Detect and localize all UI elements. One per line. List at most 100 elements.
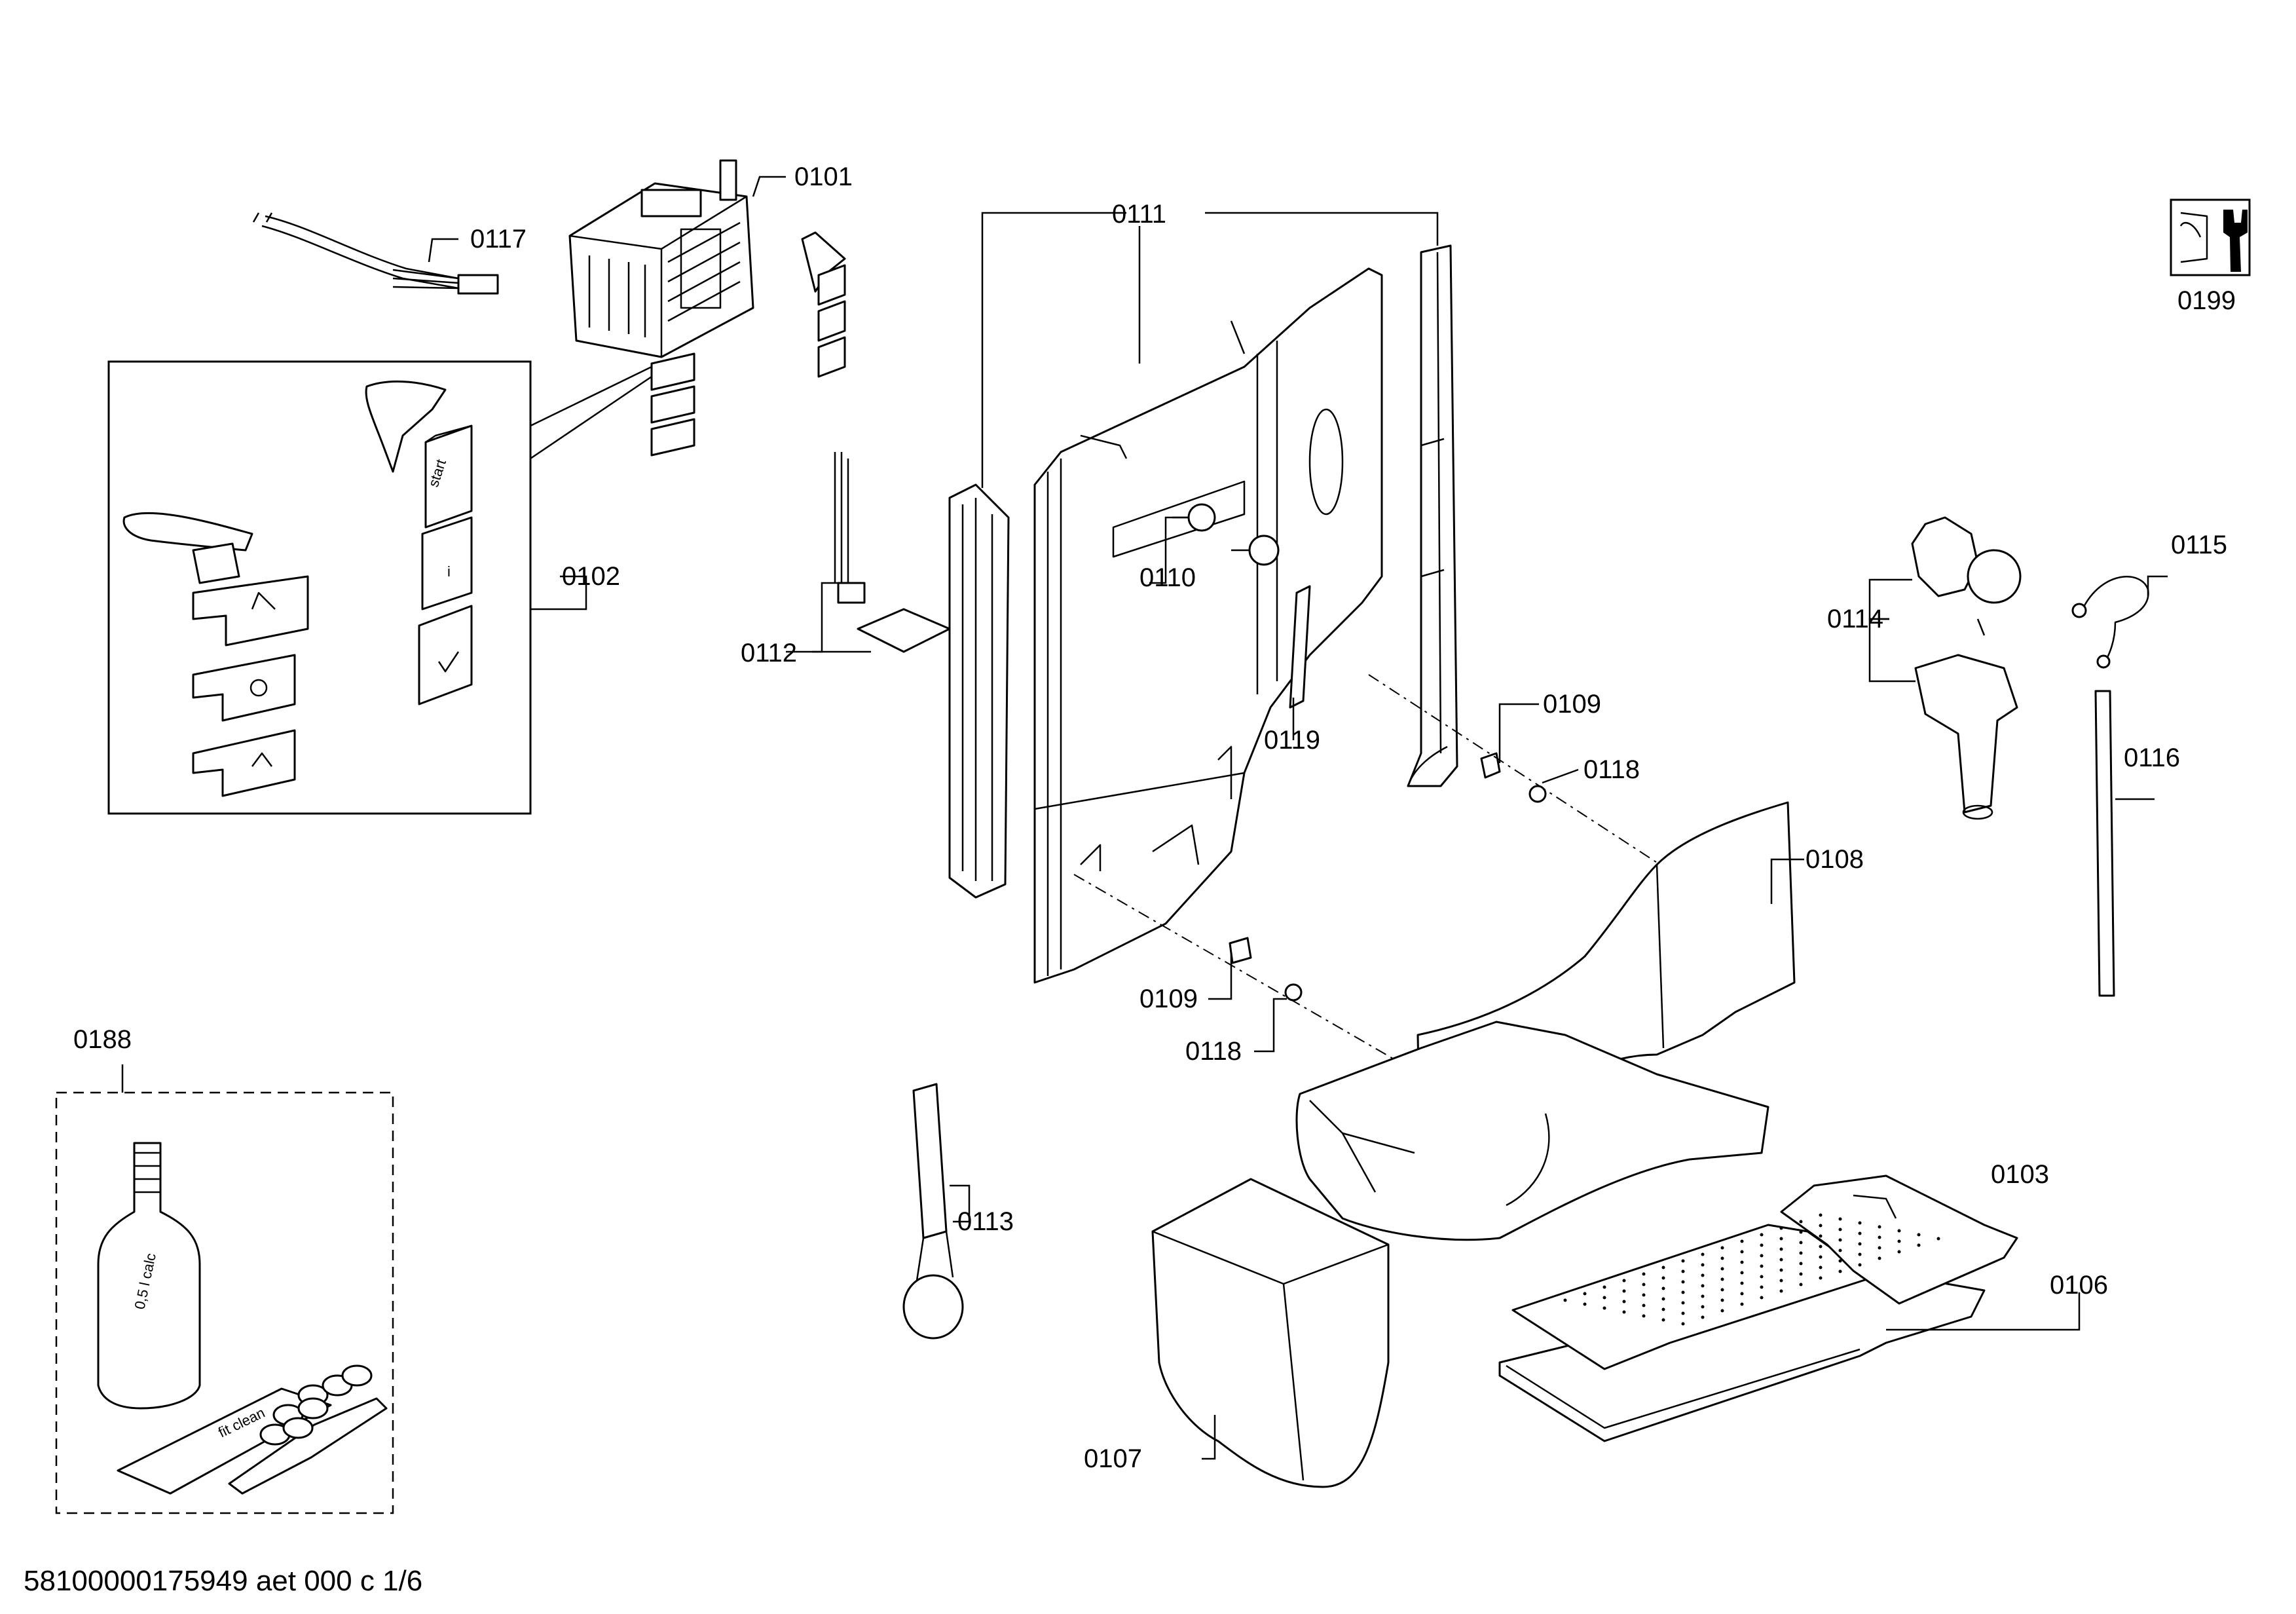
grid-hole [1602,1306,1606,1310]
grid-hole [1720,1256,1724,1260]
grid-hole [1799,1220,1803,1224]
part-0118-pin-a [1528,785,1547,803]
callout-0106: 0106 [2050,1271,2108,1300]
grid-hole [1799,1262,1803,1266]
grid-hole [1779,1237,1783,1241]
grid-hole [1760,1285,1764,1289]
part-0118-pin-b [1284,983,1303,1002]
grid-hole [1779,1258,1783,1262]
cleaning-tablets [259,1364,373,1446]
grid-hole [1779,1226,1783,1230]
grid-hole [1681,1280,1685,1284]
callout-0188: 0188 [73,1025,132,1054]
grid-hole [1701,1305,1705,1309]
service-wrench-icon [2170,198,2251,276]
part-0101-small-buttons [650,352,695,457]
grid-hole [1602,1285,1606,1289]
button-info-marking: i [447,563,451,580]
grid-hole [1878,1246,1881,1250]
grid-hole [1681,1301,1685,1305]
grid-hole [1799,1272,1803,1276]
grid-hole [1661,1318,1665,1322]
leader-lines [121,176,2168,1460]
callout-0118-a: 0118 [1583,755,1640,784]
callout-0199: 0199 [2177,286,2236,315]
grid-hole [1661,1307,1665,1311]
grid-hole [1583,1302,1587,1306]
part-0112-sensor [834,452,951,653]
grid-hole [1760,1275,1764,1279]
callout-0113: 0113 [957,1207,1014,1236]
callout-0111: 0111 [1112,200,1166,229]
grid-hole [1936,1237,1940,1241]
part-0108-tray-base [1295,801,1796,1241]
detail-box-0102: start i [107,360,652,815]
part-0109-clip-b [1229,937,1252,964]
grid-hole [1642,1304,1646,1307]
grid-hole [1760,1264,1764,1268]
part-0117-cable [252,212,499,295]
grid-hole [1819,1245,1823,1248]
grid-hole [1779,1247,1783,1251]
grid-hole [1740,1302,1744,1306]
grid-hole [1838,1259,1842,1263]
callout-0109-b: 0109 [1139,985,1198,1013]
grid-hole [1622,1300,1626,1304]
grid-hole [1642,1293,1646,1297]
cleaning-tablet [297,1397,329,1419]
grid-hole [1602,1296,1606,1300]
part-0114-milk-unit [1911,516,2022,820]
grid-hole [1819,1255,1823,1259]
grid-hole [1642,1283,1646,1286]
grid-hole [1819,1213,1823,1217]
cleaning-tablet [282,1417,314,1439]
part-small-buttons-right [801,231,846,378]
grid-hole [1760,1296,1764,1300]
grid-hole [1740,1239,1744,1243]
grid-hole [1799,1241,1803,1245]
callout-0107: 0107 [1084,1444,1142,1473]
grid-holes [1563,1213,1940,1326]
grid-hole [1563,1298,1567,1302]
callout-0116: 0116 [2124,743,2180,772]
grid-hole [1878,1225,1881,1229]
grid-hole [1779,1279,1783,1283]
grid-hole [1917,1233,1921,1237]
grid-hole [1642,1314,1646,1318]
callout-0114: 0114 [1827,605,1883,633]
part-0113-scoop [902,1083,964,1340]
grid-hole [1740,1271,1744,1275]
grid-hole [1661,1266,1665,1269]
grid-hole [1878,1256,1881,1260]
grid-hole [1760,1254,1764,1258]
grid-hole [1858,1263,1862,1267]
grid-hole [1701,1315,1705,1319]
grid-hole [1799,1251,1803,1255]
grid-hole [1897,1229,1901,1233]
grid-hole [1701,1294,1705,1298]
part-0109-clip-a [1480,752,1501,779]
part-0103-drip-grid [1511,1174,2018,1370]
grid-hole [1858,1252,1862,1256]
grid-hole [1720,1298,1724,1302]
callout-0117: 0117 [470,225,527,253]
grid-hole [1583,1292,1587,1296]
grid-hole [1622,1310,1626,1314]
part-0119 [1289,585,1311,709]
grid-hole [1799,1283,1803,1286]
grid-hole [1819,1224,1823,1228]
callout-0103: 0103 [1991,1160,2049,1189]
grid-hole [1701,1252,1705,1256]
detail-box-0188: 0,5 l calc fit clean [55,1091,394,1514]
grid-hole [1681,1269,1685,1273]
grid-hole [1701,1284,1705,1288]
callout-0119: 0119 [1264,726,1320,755]
grid-hole [1681,1311,1685,1315]
part-0101-control-module [568,159,754,358]
grid-hole [1720,1288,1724,1292]
callout-0115: 0115 [2171,531,2227,559]
grid-hole [1720,1309,1724,1313]
grid-hole [1740,1281,1744,1285]
grid-hole [1681,1322,1685,1326]
